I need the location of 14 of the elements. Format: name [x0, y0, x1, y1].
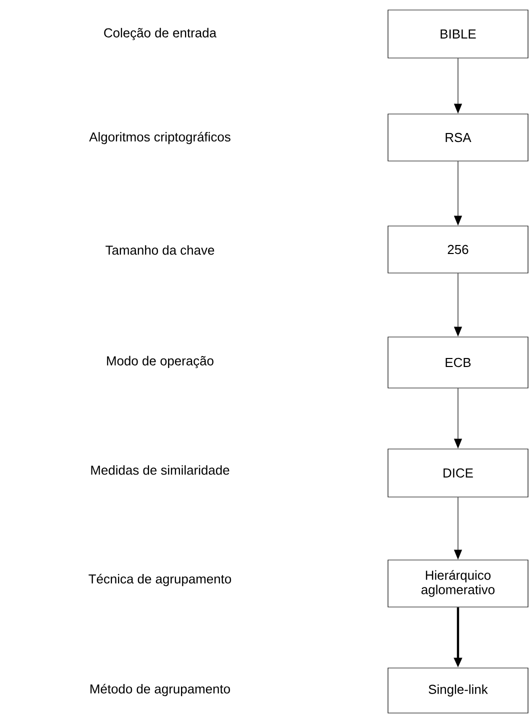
process-box: 256	[388, 226, 528, 274]
step-label: Algoritmos criptográficos	[89, 132, 230, 144]
process-box: BIBLE	[388, 10, 528, 58]
step-label: Técnica de agrupamento	[88, 574, 232, 586]
step-label: Coleção de entrada	[104, 28, 216, 40]
process-box: DICE	[388, 448, 528, 498]
process-box: RSA	[388, 114, 528, 162]
process-box: Single-link	[388, 668, 528, 714]
step-label: Modo de operação	[107, 356, 214, 368]
step-label: Medidas de similaridade	[91, 465, 230, 475]
step-label: Método de agrupamento	[90, 684, 230, 696]
process-box: Hierárquico aglomerativo	[388, 560, 528, 608]
step-label: Tamanho da chave	[106, 245, 214, 255]
process-box: ECB	[388, 336, 528, 388]
